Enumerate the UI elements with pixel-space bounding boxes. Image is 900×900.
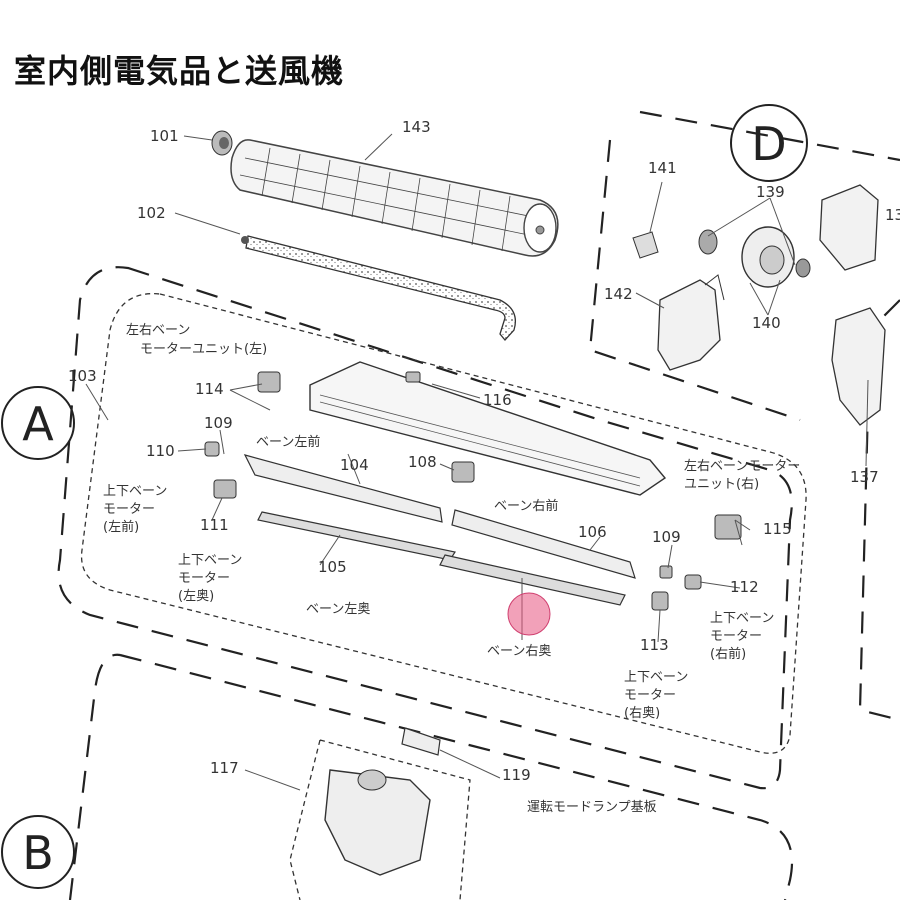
label-vane-right-front: ベーン右前 bbox=[494, 498, 558, 514]
group-outlines bbox=[57, 110, 900, 900]
section-marker-a: A bbox=[1, 386, 75, 460]
motor-part-139 bbox=[698, 226, 811, 288]
label-vane-lr-motor-right-2: ユニット(右) bbox=[684, 477, 759, 492]
inner-outlines bbox=[80, 293, 807, 900]
part-number-141: 141 bbox=[648, 159, 677, 177]
bearing-part bbox=[211, 130, 233, 156]
vane-left-rear-part bbox=[257, 511, 456, 561]
group-d-outline bbox=[588, 110, 900, 722]
part-number-110: 110 bbox=[146, 442, 175, 460]
group-a-outline bbox=[57, 266, 793, 790]
drain-hose-part bbox=[241, 235, 517, 341]
part-number-105: 105 bbox=[318, 558, 347, 576]
section-marker-d: D bbox=[730, 104, 808, 182]
part-number-116: 116 bbox=[483, 391, 512, 409]
group-a-inner-outline bbox=[80, 293, 807, 754]
label-vane-lr-motor-left-2: モーターユニット(左) bbox=[140, 342, 267, 357]
part-number-labels: 101 143 102 103 114 109 110 111 104 105 … bbox=[68, 118, 900, 784]
part-number-13x: 13 bbox=[885, 206, 900, 224]
part-description-labels: 左右ベーン モーターユニット(左) ベーン左前 上下ベーン モーター (左前) … bbox=[103, 323, 800, 815]
cover-part-137 bbox=[831, 307, 886, 426]
section-marker-b: B bbox=[1, 815, 75, 889]
label-vane-left-front: ベーン左前 bbox=[256, 434, 320, 450]
label-ud-motor-left-rear-3: (左奥) bbox=[178, 589, 214, 604]
part-number-112: 112 bbox=[730, 578, 759, 596]
part-141-block bbox=[632, 231, 659, 259]
part-number-104: 104 bbox=[340, 456, 369, 474]
label-lamp-board: 運転モードランプ基板 bbox=[527, 800, 657, 815]
part-number-139: 139 bbox=[756, 183, 785, 201]
leader-lines bbox=[85, 133, 869, 791]
label-ud-motor-left-front-2: モーター bbox=[103, 502, 155, 517]
bracket-part-13x bbox=[819, 184, 879, 271]
part-number-114: 114 bbox=[195, 380, 224, 398]
label-vane-lr-motor-left-1: 左右ベーン bbox=[126, 323, 190, 338]
label-ud-motor-left-rear-2: モーター bbox=[178, 571, 230, 586]
page-title: 室内側電気品と送風機 bbox=[14, 52, 345, 90]
part-number-113: 113 bbox=[640, 636, 669, 654]
part-number-143: 143 bbox=[402, 118, 431, 136]
svg-text:A: A bbox=[22, 397, 54, 451]
label-ud-motor-right-rear-2: モーター bbox=[624, 688, 676, 703]
lamp-board-part-119 bbox=[401, 727, 441, 756]
part-number-101: 101 bbox=[150, 127, 179, 145]
label-ud-motor-right-front-1: 上下ベーン bbox=[710, 611, 774, 626]
part-number-102: 102 bbox=[137, 204, 166, 222]
group-b-outline bbox=[68, 653, 794, 900]
part-number-115: 115 bbox=[763, 520, 792, 538]
part-number-108: 108 bbox=[408, 453, 437, 471]
label-ud-motor-left-front-3: (左前) bbox=[103, 519, 139, 535]
part-number-109-right: 109 bbox=[652, 528, 681, 546]
part-number-106: 106 bbox=[578, 523, 607, 541]
small-motor-parts bbox=[204, 371, 742, 611]
label-ud-motor-left-rear-1: 上下ベーン bbox=[178, 553, 242, 568]
svg-text:B: B bbox=[22, 826, 54, 880]
label-vane-left-rear: ベーン左奥 bbox=[306, 602, 370, 617]
part-number-109-left: 109 bbox=[204, 414, 233, 432]
label-vane-lr-motor-right-1: 左右ベーンモーター bbox=[684, 459, 800, 474]
svg-text:D: D bbox=[751, 117, 786, 171]
highlight-marker[interactable] bbox=[507, 592, 551, 636]
drain-pump-part-117 bbox=[324, 769, 431, 876]
label-vane-right-rear: ベーン右奥 bbox=[487, 644, 551, 659]
part-number-119: 119 bbox=[502, 766, 531, 784]
group-b-inner-outline bbox=[289, 739, 471, 900]
cross-flow-fan bbox=[230, 139, 559, 257]
part-number-103: 103 bbox=[68, 367, 97, 385]
vane-frame-assembly bbox=[309, 361, 667, 496]
part-number-137: 137 bbox=[850, 468, 879, 486]
label-ud-motor-left-front-1: 上下ベーン bbox=[103, 484, 167, 499]
part-number-142: 142 bbox=[604, 285, 633, 303]
label-ud-motor-right-front-2: モーター bbox=[710, 629, 762, 644]
vane-right-rear-part bbox=[439, 554, 626, 606]
vane-left-front-part bbox=[243, 454, 443, 523]
label-ud-motor-right-rear-1: 上下ベーン bbox=[624, 670, 688, 685]
vane-right-front-part bbox=[451, 509, 636, 579]
part-number-117: 117 bbox=[210, 759, 239, 777]
motor-bracket-142 bbox=[657, 274, 725, 371]
label-ud-motor-right-rear-3: (右奥) bbox=[624, 706, 660, 721]
label-ud-motor-right-front-3: (右前) bbox=[710, 646, 746, 662]
part-number-140: 140 bbox=[752, 314, 781, 332]
part-number-111: 111 bbox=[200, 516, 229, 534]
